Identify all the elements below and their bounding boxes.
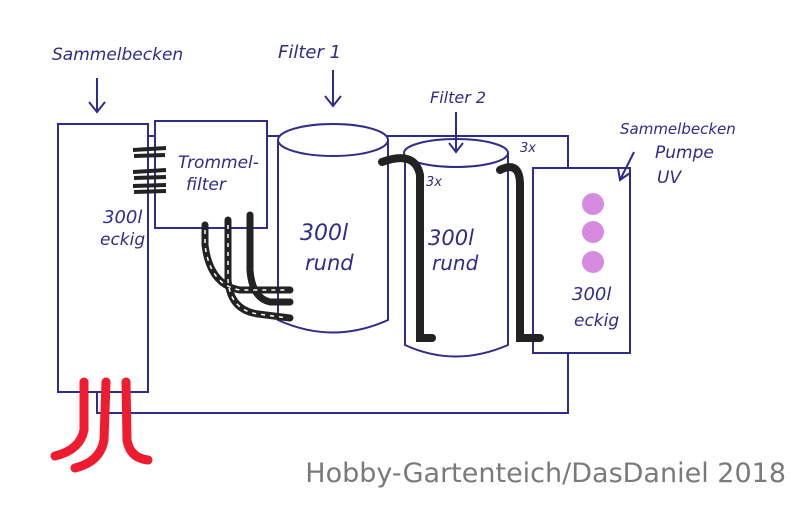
filter1-volume: 300l	[300, 221, 348, 246]
image-credit: Hobby-Gartenteich/DasDaniel 2018	[305, 458, 786, 489]
filter1-shape: rund	[305, 251, 354, 275]
multiplier-a: 3x	[426, 175, 442, 190]
drum-filter-box	[154, 120, 268, 229]
left-tank-volume: 300l	[103, 207, 142, 228]
filter2-cylinder	[404, 153, 509, 358]
right-tank-volume: 300l	[572, 284, 611, 305]
left-tank-shape: eckig	[100, 230, 145, 250]
drum-inlet-pipes	[132, 146, 167, 194]
label-pump: Pumpe	[655, 143, 714, 163]
multiplier-b: 3x	[520, 141, 536, 156]
filter2-to-right-tank-pipe	[496, 163, 544, 342]
label-filter1: Filter 1	[278, 42, 341, 63]
filter1-top	[277, 123, 389, 157]
label-collector-right: Sammelbecken	[620, 120, 736, 138]
right-collector-tank	[532, 167, 631, 354]
filter1-to-filter2-pipe	[378, 154, 436, 342]
uv-lamp-1	[582, 193, 604, 215]
drum-filter-label-2: filter	[186, 175, 227, 195]
label-collector-left: Sammelbecken	[52, 45, 183, 65]
arrow-collector-right	[617, 151, 635, 182]
filter1-cylinder	[277, 140, 389, 334]
filter2-volume: 300l	[428, 226, 474, 250]
label-filter2: Filter 2	[430, 88, 486, 107]
uv-lamp-2	[582, 221, 604, 243]
label-uv: UV	[657, 168, 682, 188]
arrow-collector-left	[88, 78, 106, 114]
return-hoses	[50, 377, 153, 473]
drum-filter-label-1: Trommel-	[178, 153, 259, 173]
filter2-shape: rund	[432, 251, 479, 275]
arrow-filter1	[324, 70, 342, 108]
uv-lamp-3	[582, 251, 604, 273]
right-tank-shape: eckig	[574, 311, 619, 331]
left-collector-tank	[57, 123, 149, 393]
arrow-filter2	[448, 112, 464, 154]
